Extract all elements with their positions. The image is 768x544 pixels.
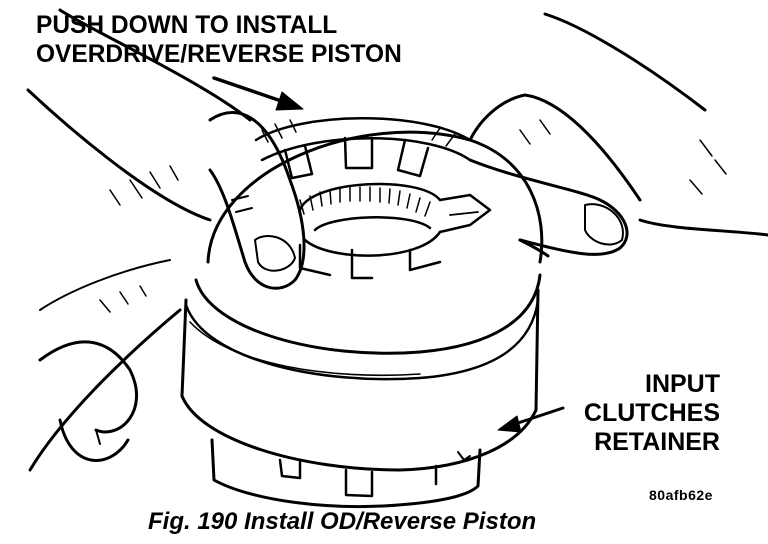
- callout-retainer-label: INPUT CLUTCHES RETAINER: [584, 370, 720, 457]
- overdrive-reverse-piston: [254, 117, 492, 280]
- right-hand: [468, 12, 768, 258]
- callout-top-line-2: OVERDRIVE/REVERSE PISTON: [36, 40, 402, 68]
- callout-top-line-1: PUSH DOWN TO INSTALL: [36, 11, 338, 39]
- input-clutches-retainer: [180, 130, 544, 508]
- figure-caption: Fig. 190 Install OD/Reverse Piston: [148, 508, 537, 535]
- left-hand: [26, 8, 306, 472]
- callout-arrow-piston: [212, 76, 304, 111]
- callout-arrow-retainer: [497, 406, 565, 433]
- callout-right-line-1: INPUT: [645, 370, 720, 398]
- callout-right-line-2: CLUTCHES: [583, 399, 720, 427]
- image-code: 80afb62e: [649, 487, 713, 503]
- callout-push-down-label: PUSH DOWN TO INSTALL OVERDRIVE/REVERSE P…: [36, 11, 402, 69]
- callout-right-line-3: RETAINER: [594, 428, 720, 456]
